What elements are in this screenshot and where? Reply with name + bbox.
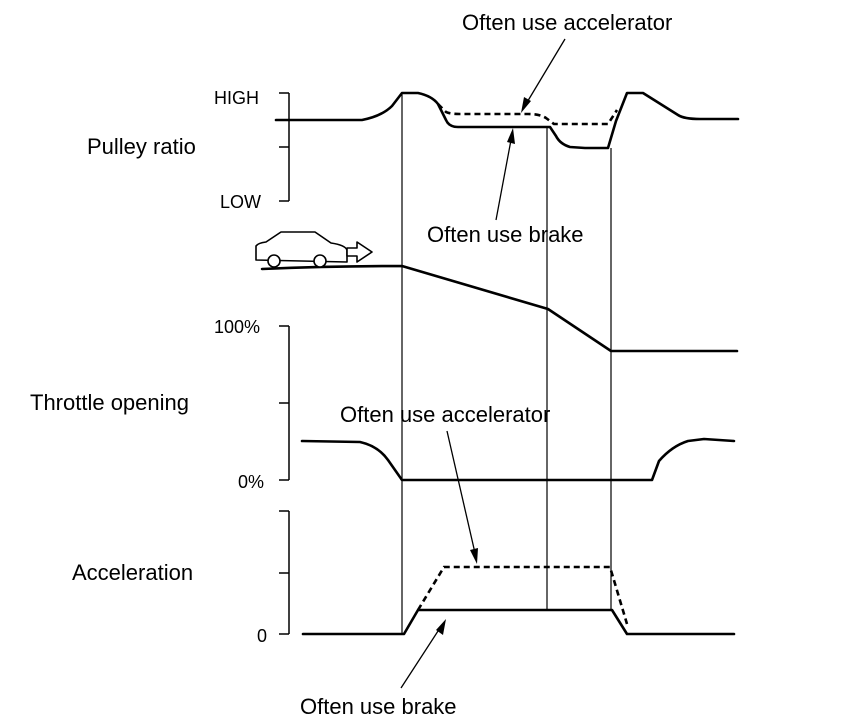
- pulley-ratio-brake-curve: [274, 91, 740, 150]
- tick-100-percent: 100%: [214, 317, 260, 337]
- tick-zero: 0: [257, 626, 267, 646]
- annotation-often-use-brake-middle: Often use brake: [427, 222, 584, 247]
- acceleration-axis: [279, 510, 290, 635]
- tick-high: HIGH: [214, 88, 259, 108]
- acceleration-accelerator-curve: [416, 565, 629, 625]
- throttle-opening-curve: [300, 437, 736, 482]
- pulley-ratio-label: Pulley ratio: [87, 134, 196, 159]
- acceleration-brake-curve: [301, 608, 736, 636]
- acceleration-label: Acceleration: [72, 560, 193, 585]
- arrow-brake-middle: [495, 128, 515, 221]
- throttle-opening-axis: [279, 325, 290, 481]
- car-going-downhill-icon: [255, 231, 373, 268]
- annotation-often-use-accelerator-lower: Often use accelerator: [340, 402, 550, 427]
- annotation-often-use-brake-bottom: Often use brake: [300, 694, 457, 719]
- vehicle-road-line: [260, 264, 739, 353]
- pulley-ratio-accelerator-curve: [437, 103, 619, 126]
- tick-low: LOW: [220, 192, 261, 212]
- arrow-brake-bottom: [400, 619, 446, 689]
- tick-0-percent: 0%: [238, 472, 264, 492]
- throttle-opening-label: Throttle opening: [30, 390, 189, 415]
- arrow-accelerator-top: [521, 38, 566, 113]
- arrow-accelerator-lower: [446, 430, 478, 564]
- pulley-ratio-axis: [279, 92, 290, 202]
- annotation-often-use-accelerator-top: Often use accelerator: [462, 10, 672, 35]
